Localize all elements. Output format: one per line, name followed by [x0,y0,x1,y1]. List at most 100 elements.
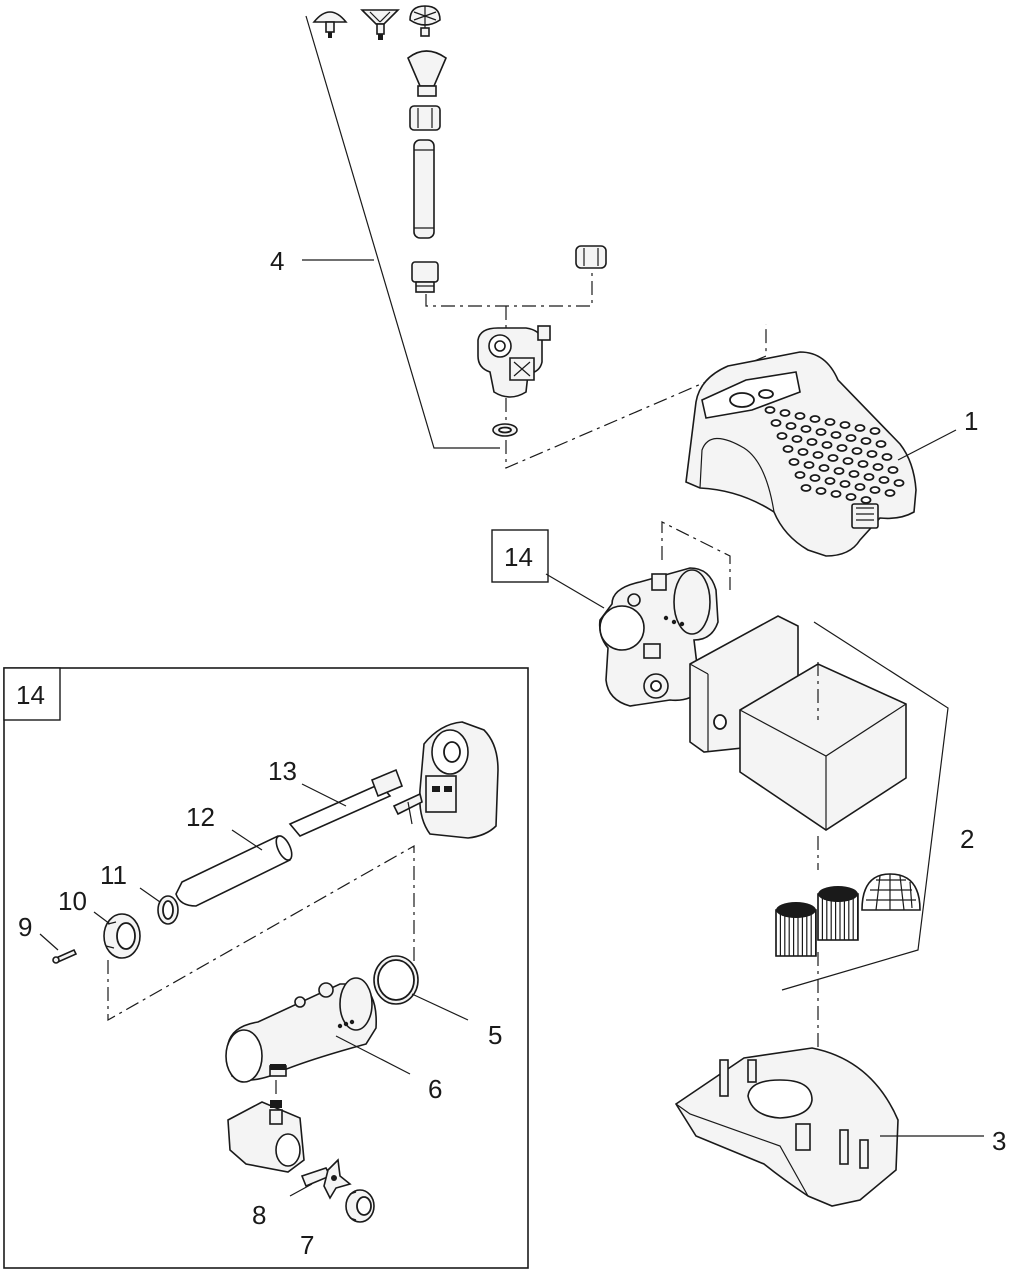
vent-hole [776,432,788,440]
vent-hole [854,483,866,491]
inset-frame [3,667,529,1269]
cover-vent-holes [764,406,905,504]
vent-hole [824,418,836,426]
vent-hole [818,464,830,472]
callout-7: 7 [300,1230,314,1260]
callout-14-box-top [491,529,549,583]
quartz-glass [175,835,293,907]
t-piece-valve [477,325,551,398]
vent-hole [809,474,821,482]
vent-hole [848,470,860,478]
vent-hole [881,453,893,461]
vent-hole [809,415,821,423]
vent-hole [845,493,857,501]
vent-hole [857,460,869,468]
filter-assembly: 2 [689,615,974,1080]
vent-hole [854,424,866,432]
vent-hole [797,448,809,456]
vent-hole [869,486,881,494]
callout-1: 1 [964,406,978,436]
vent-hole [764,406,776,414]
vent-hole [794,412,806,420]
bell-nozzle [407,50,447,97]
vent-hole [860,437,872,445]
bio-ball-spiky [775,902,817,957]
union-nut [409,105,441,131]
vent-hole [800,425,812,433]
vent-hole [836,444,848,452]
nozzle-fan [360,9,400,40]
vent-hole [791,435,803,443]
vent-hole [827,454,839,462]
callout-11: 11 [100,860,127,890]
callout-14-top: 14 [504,542,533,572]
bio-ball-mesh [861,873,921,911]
vent-hole [878,476,890,484]
vent-hole [788,458,800,466]
vent-hole [851,447,863,455]
vent-hole [815,487,827,495]
nozzle-dome [312,11,348,38]
pump-chamber [227,1080,305,1173]
pump-cover: 1 [685,351,978,557]
callout-12: 12 [186,802,215,832]
callout-5: 5 [488,1020,502,1050]
vent-hole [779,409,791,417]
vent-hole [875,440,887,448]
threaded-adapter [411,261,439,293]
callout-8: 8 [252,1200,266,1230]
vent-hole [821,441,833,449]
nozzle-star [409,5,441,37]
vent-hole [872,463,884,471]
vent-hole [860,496,872,504]
callout-2: 2 [960,824,974,854]
vent-hole [770,419,782,427]
callout-9: 9 [18,912,32,942]
fountain-attachment-kit: 4 [270,5,767,469]
vent-hole [869,427,881,435]
vent-hole [845,434,857,442]
vent-hole [893,479,905,487]
riser-tube [413,139,435,239]
uvc-unit-detail-inset: 14 13 12 11 [3,667,529,1269]
callout-13: 13 [268,756,297,786]
vent-hole [887,466,899,474]
vent-hole [782,445,794,453]
uvc-lamp-housing [418,721,499,839]
callout-14-inset-box [3,667,61,721]
vent-hole [842,457,854,465]
bio-media-balls [775,873,921,957]
vent-hole [830,490,842,498]
callout-4: 4 [270,246,284,276]
vent-hole [794,471,806,479]
vent-hole [839,480,851,488]
bio-ball-spiky [817,886,859,941]
callout-14-inset: 14 [16,680,45,710]
sealing-cap [575,245,607,269]
uvc-pump-unit: 14 [491,521,731,707]
vent-hole [806,438,818,446]
pump-base: 3 [674,1047,1006,1207]
vent-hole [833,467,845,475]
vent-hole [824,477,836,485]
uvc-lamp [288,768,423,837]
vent-hole [830,431,842,439]
bayonet-ring [103,913,141,959]
vent-hole [785,422,797,430]
callout-3: 3 [992,1126,1006,1156]
vent-hole [812,451,824,459]
vent-hole [884,489,896,497]
screw [52,948,78,964]
vent-hole [800,484,812,492]
impeller [300,1158,352,1200]
vent-hole [866,450,878,458]
impeller-cover [345,1189,375,1223]
vent-hole [839,421,851,429]
callout-10: 10 [58,886,87,916]
vent-hole [803,461,815,469]
vent-hole [863,473,875,481]
callout-6: 6 [428,1074,442,1104]
vent-hole [815,428,827,436]
uvc-housing [225,977,377,1083]
